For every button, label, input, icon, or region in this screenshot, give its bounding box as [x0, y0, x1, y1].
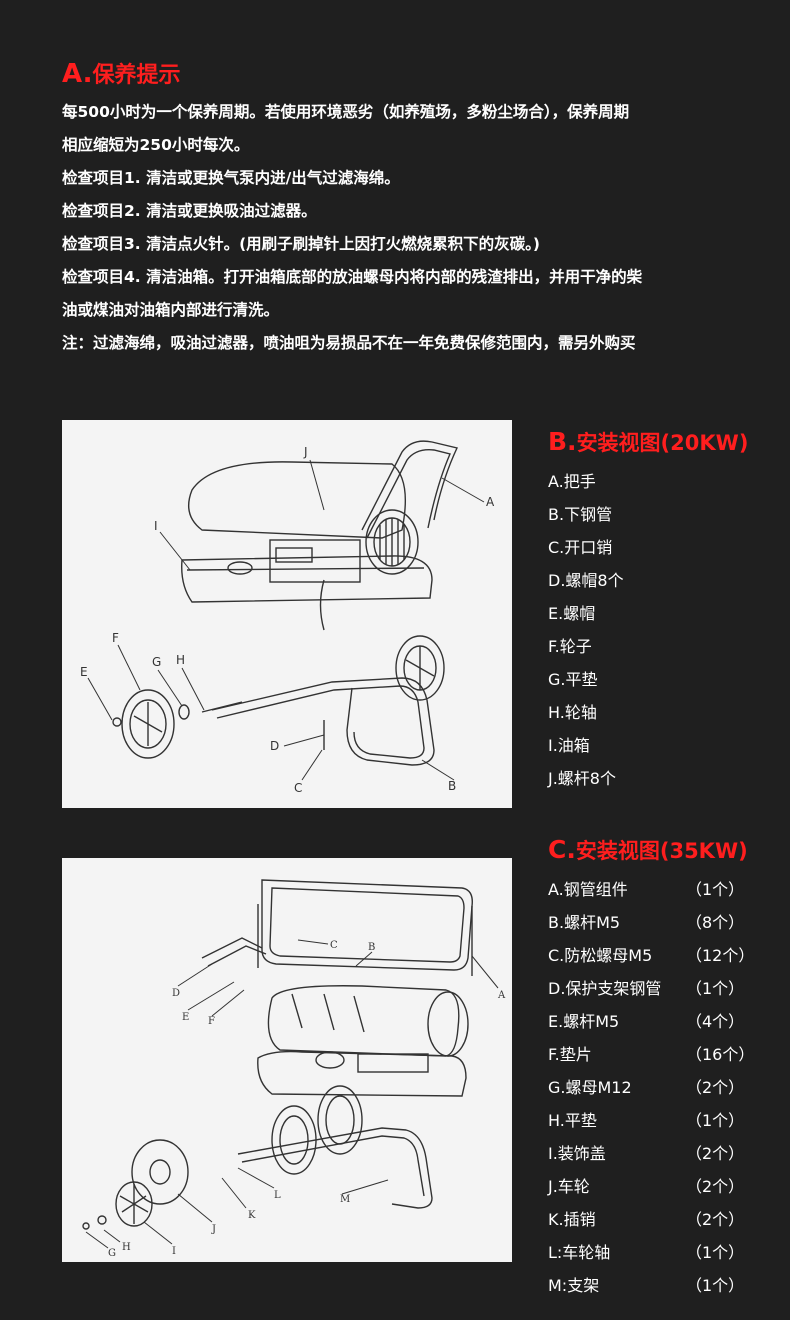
part-name: H.平垫: [548, 1111, 597, 1130]
diagram-label: E: [182, 1012, 189, 1023]
maintenance-line: 相应缩短为250小时每次。: [62, 136, 250, 154]
list-item: A.把手: [548, 472, 596, 491]
maintenance-line: 检查项目1. 清洁或更换气泵内进/出气过滤海绵。: [62, 169, 400, 187]
diagram-label: I: [172, 1246, 176, 1257]
diagram-label: F: [112, 631, 119, 645]
diagram-label: G: [152, 655, 161, 669]
part-name: A.钢管组件: [548, 880, 628, 899]
maintenance-title-text: 保养提示: [92, 63, 181, 88]
part-qty: （8个）: [686, 913, 745, 932]
list-item: J.车轮 （2个）: [548, 1170, 778, 1203]
part-name: L:车轮轴: [548, 1243, 611, 1262]
part-name: D.保护支架钢管: [548, 979, 662, 998]
diagram-label: H: [176, 653, 185, 667]
parts-list-35kw: C.安装视图(35KW) A.钢管组件 （1个） B.螺杆M5 （8个） C.防松螺…: [548, 834, 778, 1302]
diagram-35kw: C B D A E F L M K J H G I: [62, 858, 512, 1262]
diagram-label: B: [368, 942, 375, 953]
list-item: I.装饰盖 （2个）: [548, 1137, 778, 1170]
list-item: D.保护支架钢管 （1个）: [548, 972, 778, 1005]
diagram-label: H: [122, 1242, 131, 1253]
list-item: F.轮子: [548, 637, 592, 656]
diagram-label: M: [340, 1194, 350, 1205]
list-item: I.油箱: [548, 736, 590, 755]
section-title-letter: C.: [548, 835, 576, 864]
maintenance-line: 检查项目2. 清洁或更换吸油过滤器。: [62, 202, 317, 220]
section-title-letter: B.: [548, 427, 577, 456]
diagram-label: C: [294, 781, 302, 795]
part-qty: （2个）: [686, 1177, 745, 1196]
diagram-label: I: [154, 519, 158, 533]
part-qty: （1个）: [686, 1276, 745, 1295]
diagram-label: J: [211, 1224, 216, 1235]
maintenance-line: 油或煤油对油箱内部进行清洗。: [62, 301, 280, 319]
list-item: L:车轮轴 （1个）: [548, 1236, 778, 1269]
part-name: B.螺杆M5: [548, 913, 621, 932]
diagram-label: L: [274, 1190, 281, 1201]
list-item: K.插销 （2个）: [548, 1203, 778, 1236]
part-name: M:支架: [548, 1276, 600, 1295]
list-item: J.螺杆8个: [548, 769, 616, 788]
part-qty: （2个）: [686, 1078, 745, 1097]
list-item: F.垫片 （16个）: [548, 1038, 778, 1071]
part-qty: （12个）: [686, 946, 755, 965]
part-name: K.插销: [548, 1210, 596, 1229]
list-item: M:支架 （1个）: [548, 1269, 778, 1302]
maintenance-title-letter: A.: [62, 59, 93, 89]
diagram-20kw-drawing: J A I F G H E D C B: [80, 440, 495, 795]
part-name: F.垫片: [548, 1045, 592, 1064]
part-qty: （1个）: [686, 1243, 745, 1262]
list-item: B.下钢管: [548, 505, 613, 524]
diagram-label: K: [248, 1210, 256, 1221]
list-item: C.防松螺母M5 （12个）: [548, 939, 778, 972]
maintenance-note: 注：过滤海绵，吸油过滤器，喷油咀为易损品不在一年免费保修范围内，需另外购买: [62, 334, 636, 352]
section-title-35kw: C.安装视图(35KW): [548, 834, 778, 867]
list-item: G.螺母M12 （2个）: [548, 1071, 778, 1104]
list-item: A.钢管组件 （1个）: [548, 873, 778, 906]
diagram-label: B: [448, 779, 456, 793]
part-name: I.装饰盖: [548, 1144, 606, 1163]
diagram-label: J: [303, 445, 308, 459]
part-qty: （2个）: [686, 1210, 745, 1229]
list-item: G.平垫: [548, 670, 598, 689]
maintenance-line: 检查项目4. 清洁油箱。打开油箱底部的放油螺母内将内部的残渣排出，并用干净的柴: [62, 268, 643, 286]
maintenance-title: A.保养提示: [62, 58, 762, 92]
diagram-label: A: [486, 495, 495, 509]
part-qty: （1个）: [686, 880, 745, 899]
part-qty: （16个）: [686, 1045, 755, 1064]
list-item: E.螺杆M5 （4个）: [548, 1005, 778, 1038]
diagram-label: F: [208, 1016, 215, 1027]
diagram-label: G: [108, 1248, 116, 1259]
diagram-label: E: [80, 665, 88, 679]
diagram-label: C: [330, 940, 338, 951]
part-qty: （1个）: [686, 1111, 745, 1130]
diagram-label: A: [497, 990, 506, 1001]
section-title-text: 安装视图(35KW): [575, 839, 748, 863]
part-qty: （2个）: [686, 1144, 745, 1163]
section-title-text: 安装视图(20KW): [576, 431, 749, 455]
parts-list-20kw: B.安装视图(20KW) A.把手 B.下钢管 C.开口销 D.螺帽8个 E.螺…: [548, 426, 778, 795]
list-item: H.平垫 （1个）: [548, 1104, 778, 1137]
diagram-label: D: [172, 988, 180, 999]
diagram-label: D: [270, 739, 279, 753]
part-name: C.防松螺母M5: [548, 946, 653, 965]
maintenance-line: 每500小时为一个保养周期。若使用环境恶劣（如养殖场，多粉尘场合），保养周期: [62, 103, 630, 121]
maintenance-section: A.保养提示 每500小时为一个保养周期。若使用环境恶劣（如养殖场，多粉尘场合）…: [62, 58, 762, 360]
maintenance-line: 检查项目3. 清洁点火针。(用刷子刷掉针上因打火燃烧累积下的灰碳。): [62, 235, 540, 253]
diagram-20kw: J A I F G H E D C B: [62, 420, 512, 808]
part-qty: （4个）: [686, 1012, 745, 1031]
part-name: J.车轮: [548, 1177, 590, 1196]
list-item: H.轮轴: [548, 703, 597, 722]
list-item: C.开口销: [548, 538, 613, 557]
list-item: D.螺帽8个: [548, 571, 624, 590]
list-item: B.螺杆M5 （8个）: [548, 906, 778, 939]
part-name: G.螺母M12: [548, 1078, 632, 1097]
part-name: E.螺杆M5: [548, 1012, 620, 1031]
diagram-35kw-drawing: C B D A E F L M K J H G I: [82, 879, 506, 1259]
section-title-20kw: B.安装视图(20KW): [548, 426, 778, 459]
part-qty: （1个）: [686, 979, 745, 998]
list-item: E.螺帽: [548, 604, 596, 623]
